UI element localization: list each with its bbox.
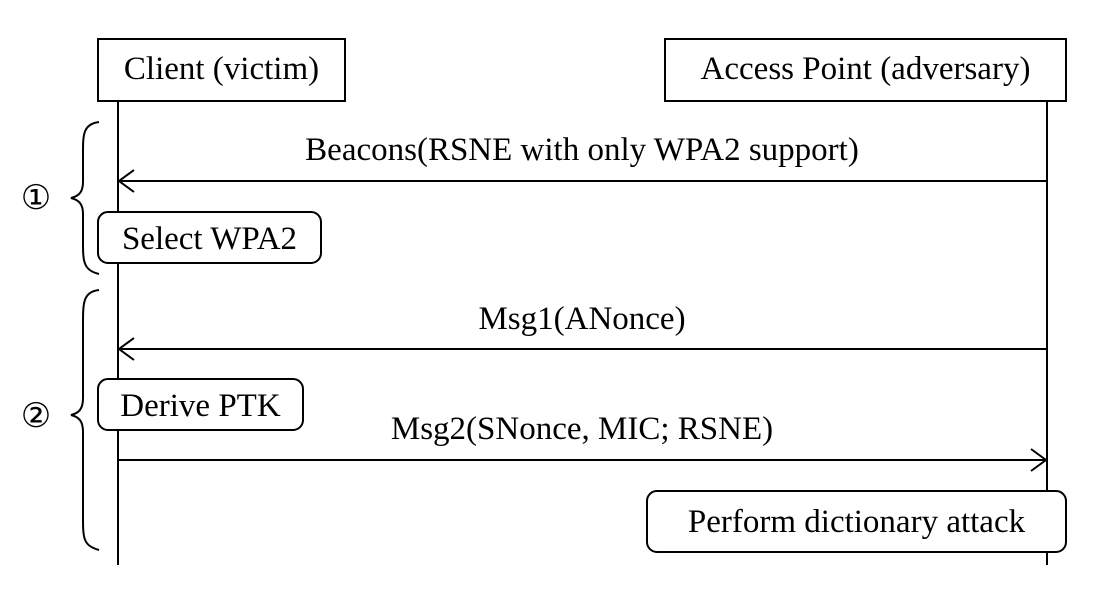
phase-two-brace — [70, 289, 100, 551]
dictionary-attack-action: Perform dictionary attack — [646, 490, 1067, 553]
msg1-arrowhead — [117, 337, 135, 361]
ap-participant: Access Point (adversary) — [664, 38, 1067, 102]
dictionary-attack-label: Perform dictionary attack — [688, 504, 1026, 540]
select-wpa2-action: Select WPA2 — [97, 211, 322, 264]
client-participant-label: Client (victim) — [124, 51, 319, 87]
beacons-message-label: Beacons(RSNE with only WPA2 support) — [305, 132, 859, 168]
msg2-message: Msg2(SNonce, MIC; RSNE) — [118, 411, 1048, 472]
client-participant: Client (victim) — [97, 38, 346, 102]
msg1-message-label: Msg1(ANonce) — [478, 301, 685, 337]
phase-one-marker: ① — [21, 180, 51, 217]
msg2-arrowhead — [1030, 448, 1048, 472]
derive-ptk-action: Derive PTK — [97, 378, 304, 431]
phase-two-marker: ② — [21, 398, 51, 435]
phase-one-brace — [70, 121, 100, 275]
ap-participant-label: Access Point (adversary) — [701, 51, 1031, 87]
msg2-message-label: Msg2(SNonce, MIC; RSNE) — [391, 411, 773, 447]
beacons-message: Beacons(RSNE with only WPA2 support) — [117, 132, 1047, 193]
select-wpa2-label: Select WPA2 — [122, 221, 297, 257]
msg1-message: Msg1(ANonce) — [117, 301, 1047, 361]
derive-ptk-label: Derive PTK — [120, 388, 281, 424]
beacons-arrowhead — [117, 169, 135, 193]
